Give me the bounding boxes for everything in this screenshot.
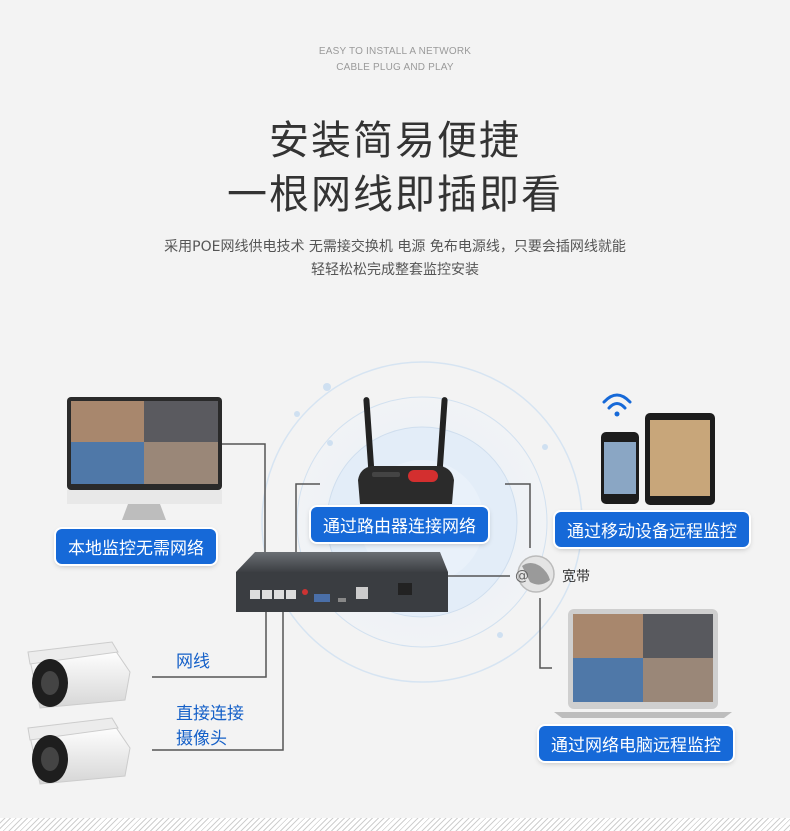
phone-icon bbox=[601, 432, 639, 504]
bottom-stripe bbox=[0, 818, 790, 831]
tablet-icon bbox=[645, 413, 715, 505]
mobile-label: 通过移动设备远程监控 bbox=[555, 512, 749, 547]
wifi-icon bbox=[602, 393, 632, 417]
router-label: 通过路由器连接网络 bbox=[311, 507, 488, 542]
monitor-icon bbox=[67, 397, 222, 520]
page-title-line1: 安装简易便捷 bbox=[269, 118, 521, 164]
globe-icon: @ bbox=[515, 555, 555, 593]
camera-icon bbox=[27, 641, 131, 709]
svg-text:@: @ bbox=[515, 568, 529, 584]
page-title-line2: 一根网线即插即看 bbox=[227, 172, 563, 218]
camera-icon bbox=[27, 717, 131, 785]
local-monitor-label: 本地监控无需网络 bbox=[56, 529, 216, 564]
laptop-label: 通过网络电脑远程监控 bbox=[539, 726, 733, 761]
tagline-line2: CABLE PLUG AND PLAY bbox=[336, 62, 454, 73]
description-line2: 轻轻松松完成整套监控安装 bbox=[311, 262, 479, 278]
broadband-label: 宽带 bbox=[562, 569, 590, 585]
laptop-icon bbox=[554, 609, 732, 718]
cable-label: 网线 bbox=[176, 652, 210, 672]
router-icon bbox=[358, 397, 454, 504]
direct-connect-line2: 摄像头 bbox=[176, 729, 227, 749]
connection-lines bbox=[152, 443, 552, 751]
nvr-icon bbox=[236, 552, 448, 612]
direct-connect-line1: 直接连接 bbox=[176, 704, 244, 724]
description-line1: 采用POE网线供电技术 无需接交换机 电源 免布电源线，只要会插网线就能 bbox=[164, 239, 626, 255]
tagline-line1: EASY TO INSTALL A NETWORK bbox=[318, 46, 472, 57]
